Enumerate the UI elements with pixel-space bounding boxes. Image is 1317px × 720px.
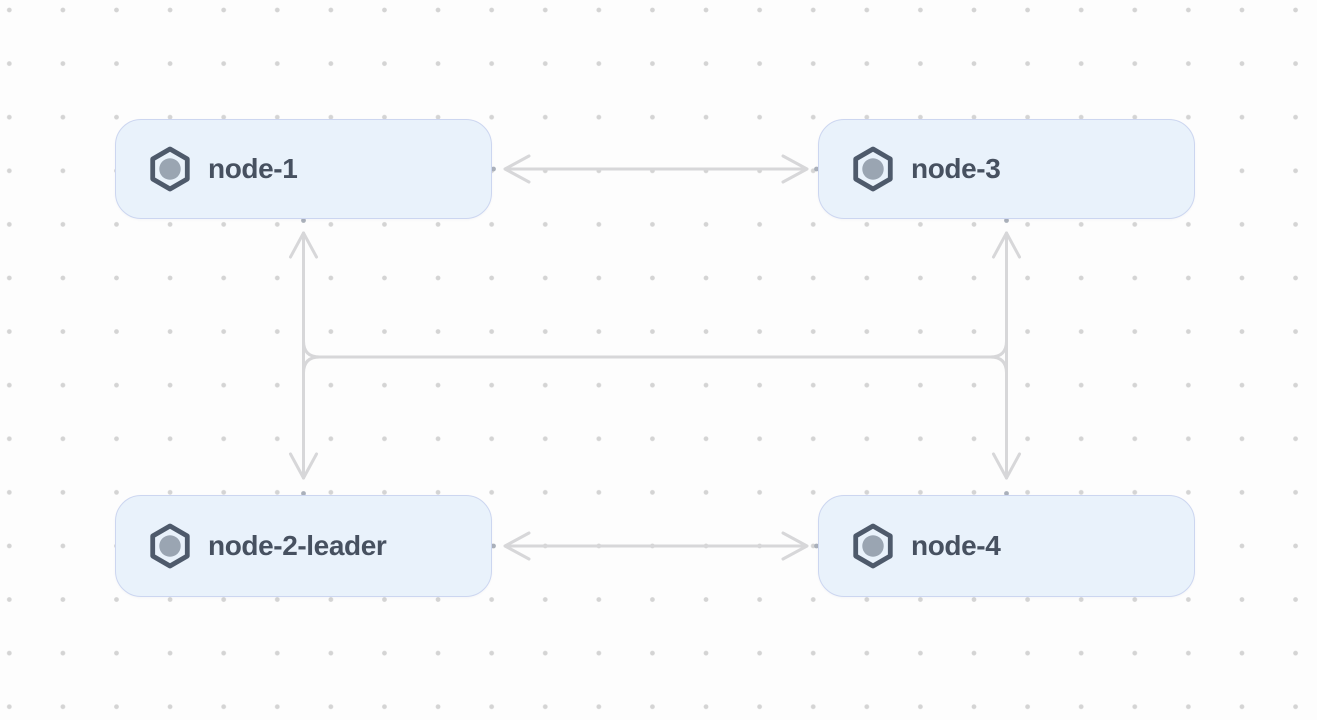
graph-node-node-3[interactable]: node-3	[818, 119, 1195, 219]
node-label: node-3	[911, 153, 1001, 184]
hexagon-node-icon	[848, 144, 898, 194]
hexagon-node-icon	[848, 521, 898, 571]
node-label: node-1	[208, 153, 298, 184]
graph-node-node-1[interactable]: node-1	[115, 119, 492, 219]
hexagon-node-icon	[145, 144, 195, 194]
graph-node-node-2-leader[interactable]: node-2-leader	[115, 495, 492, 597]
graph-node-node-4[interactable]: node-4	[818, 495, 1195, 597]
node-label: node-4	[911, 530, 1001, 561]
node-label: node-2-leader	[208, 530, 387, 561]
hexagon-node-icon	[145, 521, 195, 571]
